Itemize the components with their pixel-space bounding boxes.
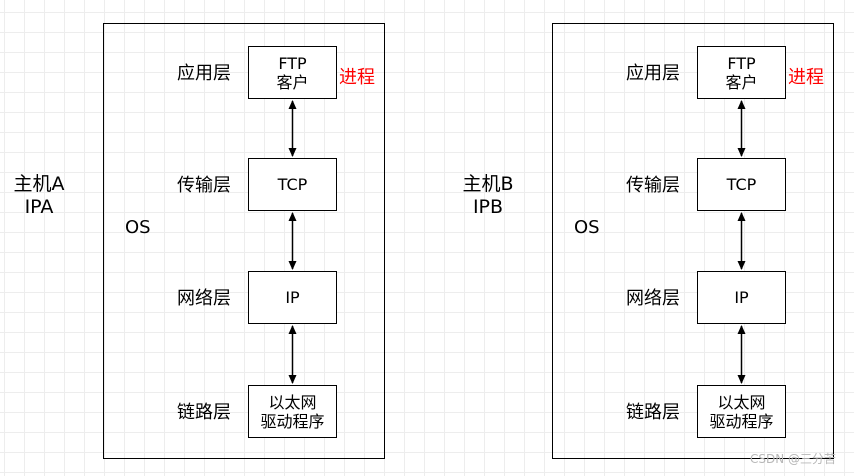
host-a-layer-network: 网络层 [177, 288, 231, 309]
host-a-tcp-box: TCP [248, 158, 337, 211]
host-a-tcp-text: TCP [277, 175, 308, 194]
host-a-label: 主机A IPA [0, 173, 79, 219]
host-b-ftp-line2: 客户 [725, 72, 758, 92]
host-b-tcp-text: TCP [726, 175, 757, 194]
host-a-os-frame [103, 23, 385, 459]
host-a-name: 主机A [13, 173, 65, 195]
host-b-ethernet-driver-box: 以太网 驱动程序 [697, 385, 786, 438]
host-b-layer-network: 网络层 [626, 288, 680, 309]
host-b-layer-transport: 传输层 [626, 175, 680, 196]
host-a-ethernet-driver-box: 以太网 驱动程序 [248, 385, 337, 438]
host-a-eth-line2: 驱动程序 [260, 411, 325, 431]
host-a-ftp-line2: 客户 [276, 72, 309, 92]
host-b-process-label: 进程 [788, 67, 824, 88]
host-a-ip-box: IP [248, 271, 337, 324]
host-b-ip-box: IP [697, 271, 786, 324]
watermark: CSDN @三分苦 [749, 452, 836, 466]
host-b-os-frame [552, 23, 834, 459]
host-b-name: 主机B [462, 173, 514, 195]
host-a-ftp-client-box: FTP 客户 [248, 46, 337, 99]
host-b-layer-link: 链路层 [626, 402, 680, 423]
host-a-layer-transport: 传输层 [177, 175, 231, 196]
host-b-label: 主机B IPB [448, 173, 528, 219]
host-b-layer-application: 应用层 [626, 63, 680, 84]
host-b-ip-text: IP [734, 288, 749, 307]
host-a-process-label: 进程 [339, 67, 375, 88]
host-b-eth-line1: 以太网 [717, 392, 766, 412]
host-b-ip: IPB [472, 196, 504, 218]
host-a-layer-link: 链路层 [177, 402, 231, 423]
host-a-ip: IPA [24, 196, 54, 218]
host-b-os-label: OS [574, 217, 600, 238]
host-a-layer-application: 应用层 [177, 63, 231, 84]
host-a-ip-text: IP [285, 288, 300, 307]
host-a-eth-line1: 以太网 [268, 392, 317, 412]
host-b-ftp-client-box: FTP 客户 [697, 46, 786, 99]
host-a-os-label: OS [125, 217, 151, 238]
host-a-ftp-line1: FTP [278, 53, 307, 73]
host-b-eth-line2: 驱动程序 [709, 411, 774, 431]
host-b-tcp-box: TCP [697, 158, 786, 211]
host-b-ftp-line1: FTP [727, 53, 756, 73]
